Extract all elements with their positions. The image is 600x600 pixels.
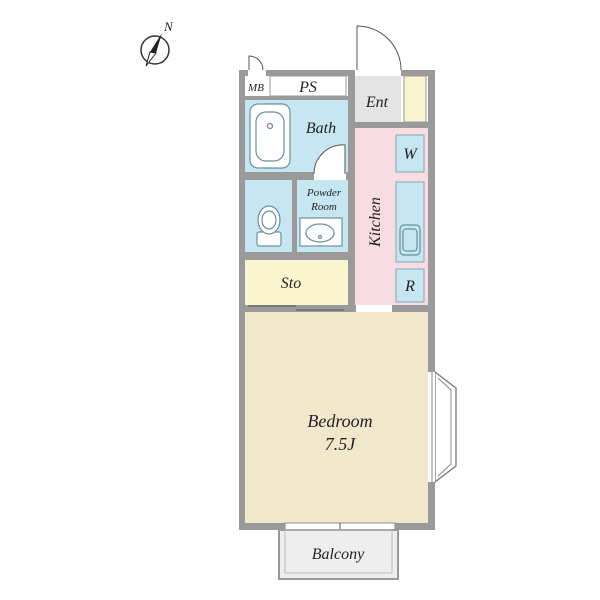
wall-bedroom-top (245, 305, 428, 312)
entrance-door-swing (356, 25, 402, 71)
wall-ps-bath (245, 96, 348, 100)
washer-area (395, 134, 425, 173)
wall-entrance-kitchen (355, 122, 428, 128)
bath-label: Bath (306, 120, 336, 137)
shoe-cabinet (403, 75, 427, 123)
balcony-area (278, 529, 399, 580)
bedroom-area (245, 312, 428, 523)
entrance-label: Ent (365, 94, 389, 111)
storage-area (245, 260, 348, 305)
pipe-space-label: PS (298, 79, 317, 96)
washbasin-icon (299, 217, 343, 247)
north-arrow-icon (145, 33, 162, 67)
wall-right (428, 70, 435, 530)
mb-door-swing (248, 55, 264, 71)
bedroom-size-label: 7.5J (325, 434, 357, 454)
kitchen-sink-icon (399, 224, 421, 256)
wall-toilet-powder (292, 180, 297, 252)
meter-box-label: MB (247, 82, 264, 94)
entrance-area (355, 76, 401, 128)
compass-north-label: N (163, 19, 174, 34)
bay-window (428, 370, 457, 484)
fixtures (249, 103, 421, 256)
kitchen-counter-area (395, 181, 425, 263)
refrigerator-area (395, 268, 425, 303)
bedroom-label: Bedroom (307, 411, 372, 431)
washer-label: W (403, 146, 418, 163)
kitchen-label: Kitchen (367, 197, 384, 248)
doors (248, 25, 402, 531)
refrigerator-label: R (404, 278, 415, 295)
wall-bath-toilet (245, 172, 348, 180)
walls (239, 70, 435, 530)
wall-wet-kitchen (348, 76, 355, 312)
balcony (278, 529, 399, 580)
toilet-icon (256, 205, 282, 247)
wall-top (239, 70, 435, 76)
compass-ring (140, 35, 170, 65)
storage-label: Sto (281, 275, 301, 292)
meter-box (245, 76, 267, 96)
labels: MB PS Ent Bath W Powder Room Kitchen R S… (247, 79, 418, 563)
bathtub-icon (249, 103, 291, 169)
wall-toilet-storage (245, 252, 348, 260)
powder-room-label-line1: Powder (306, 187, 342, 199)
balcony-label: Balcony (312, 546, 365, 563)
bath-door-swing (313, 144, 346, 175)
wall-left (239, 70, 245, 530)
compass: N (140, 19, 174, 67)
powder-room-label-line2: Room (310, 201, 337, 213)
